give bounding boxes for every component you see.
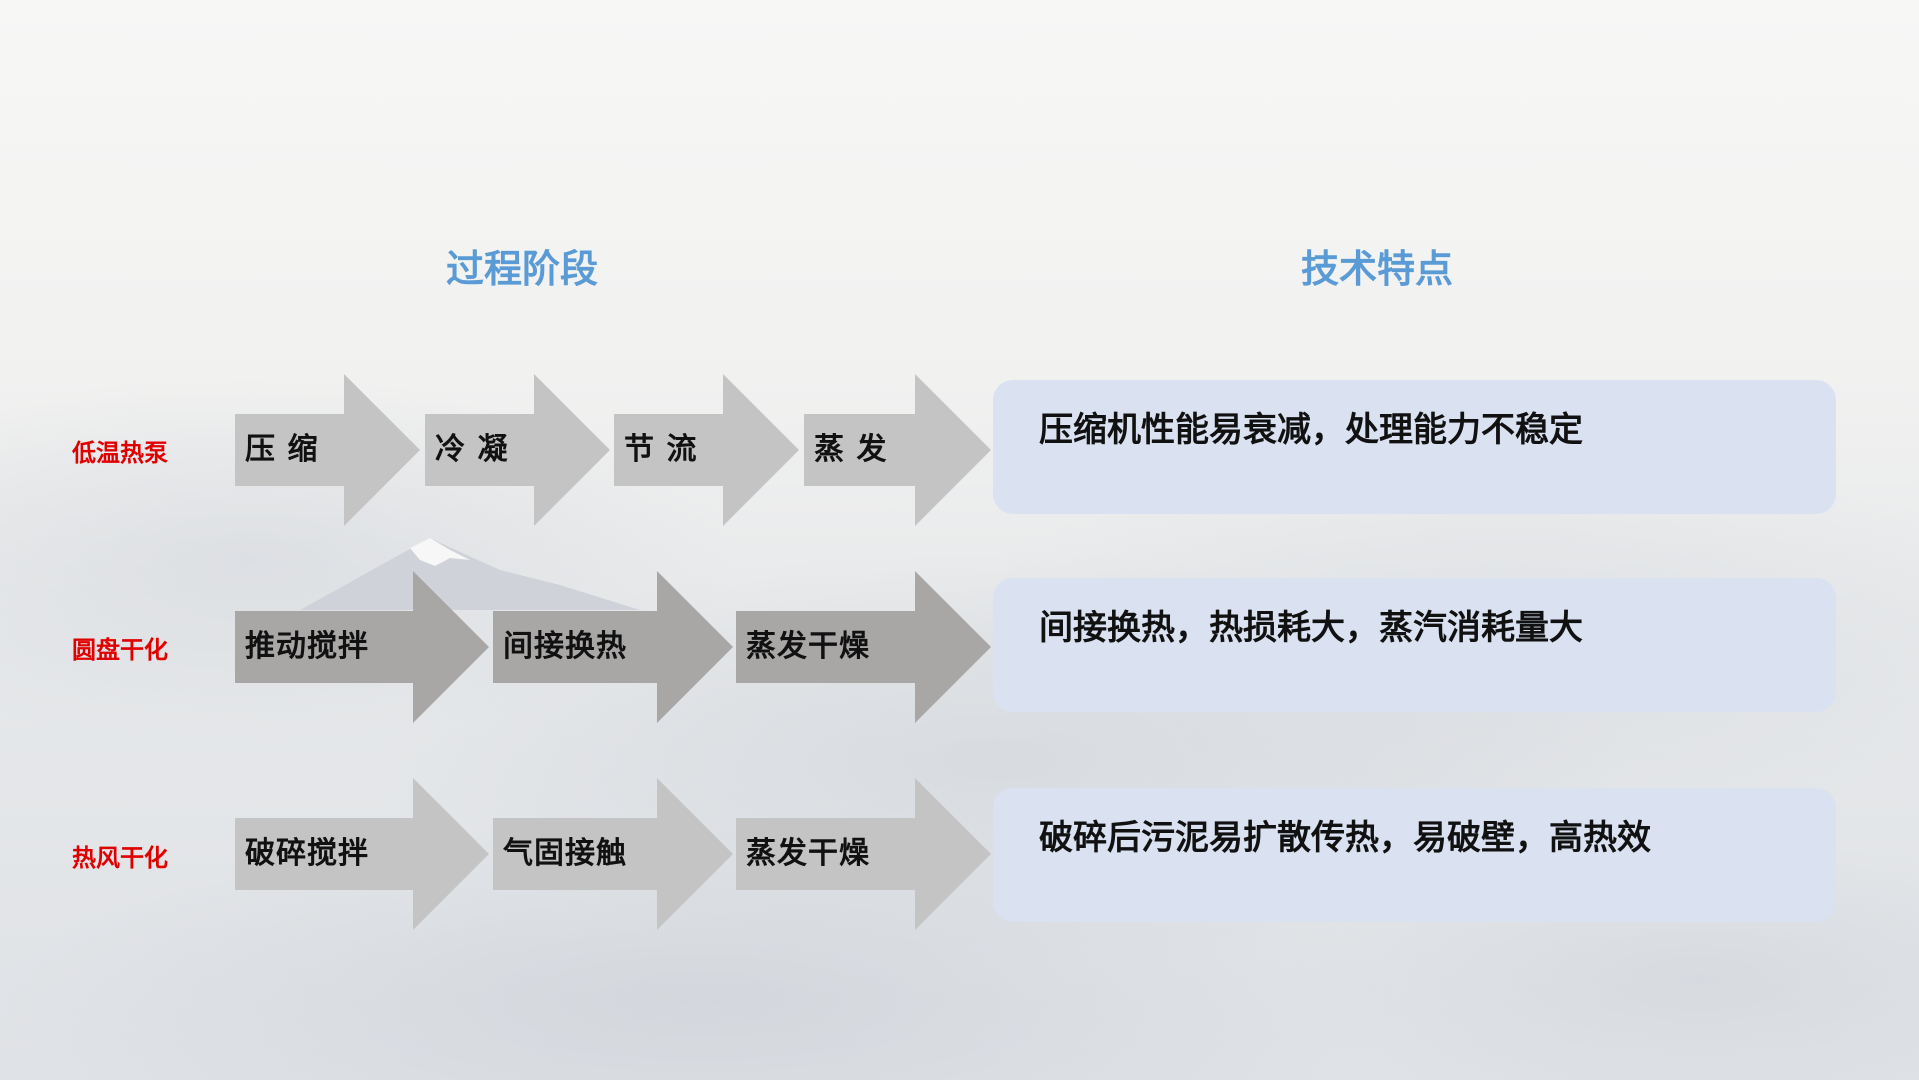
step-arrow: 蒸 发	[804, 374, 991, 526]
row-label-low-temp-heat-pump: 低温热泵	[72, 439, 168, 467]
step-arrow: 蒸发干燥	[736, 778, 991, 930]
step-arrow: 破碎搅拌	[235, 778, 489, 930]
feature-text: 压缩机性能易衰减，处理能力不稳定	[1039, 410, 1583, 450]
step-label: 气固接触	[503, 836, 627, 871]
step-arrow: 气固接触	[493, 778, 733, 930]
step-label: 蒸发干燥	[746, 836, 870, 871]
step-arrow: 蒸发干燥	[736, 571, 991, 723]
step-label: 压 缩	[245, 432, 319, 467]
feature-text: 破碎后污泥易扩散传热，易破壁，高热效	[1039, 818, 1651, 858]
technical-features-header: 技术特点	[1300, 247, 1453, 291]
row-label-disc-drying: 圆盘干化	[72, 636, 168, 664]
feature-box: 压缩机性能易衰减，处理能力不稳定	[993, 380, 1836, 514]
step-label: 推动搅拌	[245, 629, 369, 664]
step-arrow: 冷 凝	[425, 374, 610, 526]
step-label: 蒸发干燥	[746, 629, 870, 664]
feature-box: 间接换热，热损耗大，蒸汽消耗量大	[993, 578, 1836, 712]
process-stage-header: 过程阶段	[445, 247, 598, 291]
step-label: 蒸 发	[814, 432, 888, 467]
step-label: 冷 凝	[435, 432, 509, 467]
feature-box: 破碎后污泥易扩散传热，易破壁，高热效	[993, 788, 1836, 922]
step-arrow: 压 缩	[235, 374, 420, 526]
step-arrow: 节 流	[614, 374, 799, 526]
feature-text: 间接换热，热损耗大，蒸汽消耗量大	[1039, 608, 1583, 648]
step-label: 破碎搅拌	[245, 836, 369, 871]
row-label-hot-air-drying: 热风干化	[72, 844, 168, 872]
step-label: 间接换热	[503, 629, 627, 664]
step-label: 节 流	[624, 432, 698, 467]
